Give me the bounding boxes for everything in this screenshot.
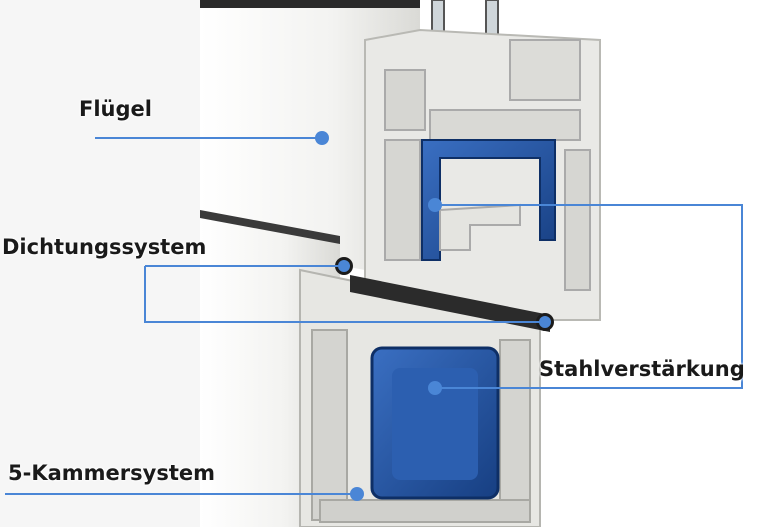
leader-seal xyxy=(144,266,545,323)
dot-seal-lower xyxy=(539,316,551,328)
label-steel: Stahlverstärkung xyxy=(539,357,745,381)
frame-steel-reinforcement xyxy=(370,346,500,500)
leader-steel xyxy=(435,204,743,389)
background-wall xyxy=(0,0,200,527)
label-chambers: 5-Kammersystem xyxy=(8,461,215,485)
label-seal: Dichtungssystem xyxy=(2,235,207,259)
leader-lines xyxy=(5,137,743,495)
dot-chambers xyxy=(350,487,364,501)
dot-steel-lower xyxy=(428,381,442,395)
label-sash: Flügel xyxy=(79,97,152,121)
dot-seal-upper xyxy=(338,260,350,272)
leader-dots xyxy=(315,131,551,501)
sash-steel-reinforcement xyxy=(421,139,556,261)
dot-sash xyxy=(315,131,329,145)
dot-steel-upper xyxy=(428,198,442,212)
